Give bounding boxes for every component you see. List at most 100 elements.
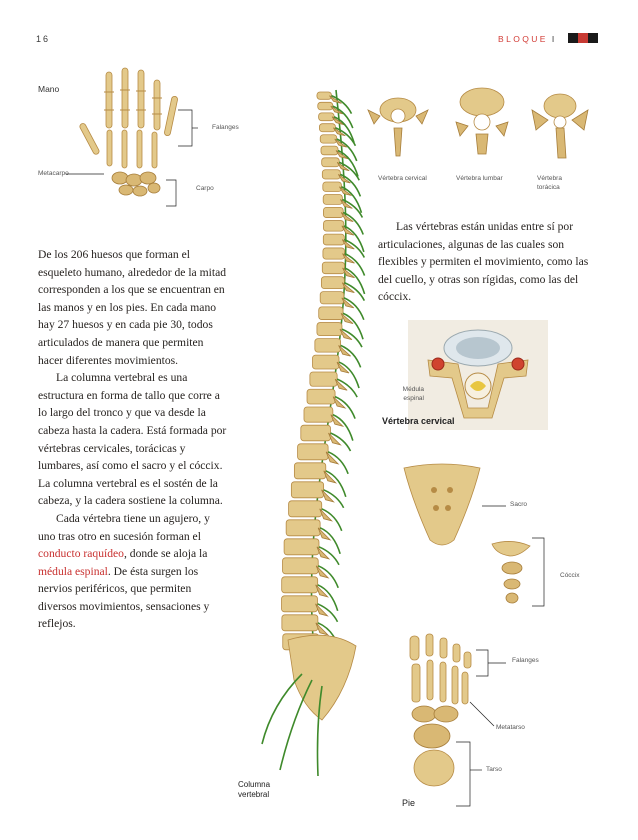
cervical-cross-section-illustration bbox=[408, 320, 548, 430]
hand-label-carpus: Carpo bbox=[196, 185, 214, 192]
vertebra bbox=[323, 206, 344, 218]
spinous-process bbox=[339, 186, 352, 196]
vertebra bbox=[321, 169, 341, 180]
vertebra bbox=[318, 112, 335, 122]
vertebra bbox=[306, 388, 336, 405]
vertebra bbox=[322, 194, 343, 205]
block-label-text: BLOQUE bbox=[498, 34, 548, 44]
foot-title: Pie bbox=[402, 798, 416, 808]
spinal-column-illustration bbox=[261, 89, 366, 777]
foot-label-tarsus: Tarso bbox=[486, 766, 502, 773]
label-sacrum: Sacro bbox=[510, 501, 527, 508]
spine-caption-1: Columna bbox=[238, 780, 271, 789]
vertebra bbox=[320, 145, 339, 156]
vertebra bbox=[282, 557, 319, 575]
vertebra bbox=[316, 91, 332, 100]
term-spinal-cord: médula espinal bbox=[38, 564, 108, 578]
sacrum-shape bbox=[287, 634, 357, 721]
body-paragraph-3: Cada vértebra tiene un agujero, y uno tr… bbox=[38, 510, 228, 633]
spinous-process bbox=[336, 161, 350, 172]
spinous-process bbox=[315, 565, 330, 579]
vertebra bbox=[319, 291, 345, 305]
vertebra bbox=[309, 371, 338, 387]
para3-text-b: , donde se aloja la bbox=[123, 547, 208, 561]
vertebra bbox=[285, 519, 321, 537]
vertebra bbox=[300, 424, 331, 442]
vertebra bbox=[290, 481, 325, 499]
spinous-process bbox=[334, 138, 347, 148]
term-spinal-canal: conducto raquídeo bbox=[38, 547, 124, 561]
vertebra bbox=[319, 134, 338, 144]
vertebrae-types-illustration bbox=[367, 87, 589, 159]
spinous-process bbox=[336, 361, 350, 374]
spinous-process bbox=[330, 414, 345, 427]
spinous-process bbox=[338, 345, 351, 357]
vertebra bbox=[281, 595, 318, 613]
vertebra bbox=[297, 443, 329, 461]
spinous-process bbox=[319, 508, 334, 522]
vertebra bbox=[283, 538, 320, 556]
body-paragraph-2: La columna vertebral es una estructura e… bbox=[38, 371, 227, 508]
para3-text-c: . De ésta surgen los nervios periféricos… bbox=[38, 564, 210, 631]
main-body-text: De los 206 huesos que forman el esquelet… bbox=[38, 246, 228, 633]
spinous-process bbox=[325, 451, 340, 465]
hand-label-metacarpus: Metacarpo bbox=[38, 170, 69, 177]
spinous-process bbox=[341, 239, 355, 250]
label-thoracic-vertebra-1: Vértebra bbox=[537, 175, 562, 182]
vertebra bbox=[303, 406, 334, 423]
hand-title: Mano bbox=[38, 84, 60, 94]
vertebra bbox=[322, 247, 345, 260]
spinous-process bbox=[340, 312, 354, 324]
spinous-process bbox=[341, 225, 355, 236]
label-cervical-vertebra: Vértebra cervical bbox=[378, 175, 427, 182]
spinous-process bbox=[339, 328, 353, 341]
spinous-process bbox=[338, 174, 351, 184]
vertebra bbox=[321, 157, 340, 168]
vertebra bbox=[288, 500, 323, 518]
spinous-process bbox=[340, 212, 354, 222]
block-roman: I bbox=[551, 34, 557, 44]
vertebra bbox=[319, 123, 336, 133]
spinous-process bbox=[329, 95, 342, 104]
spinous-process bbox=[328, 432, 342, 446]
spinous-process bbox=[334, 378, 348, 391]
spinous-process bbox=[317, 527, 332, 541]
spinous-process bbox=[331, 116, 345, 126]
body-paragraph-1: De los 206 huesos que forman el esquelet… bbox=[38, 248, 227, 367]
spinous-process bbox=[321, 489, 335, 503]
vertebra bbox=[293, 462, 327, 480]
spinous-process bbox=[332, 396, 347, 409]
spinous-process bbox=[340, 199, 353, 209]
foot-label-metatarsus: Metatarso bbox=[496, 724, 525, 731]
foot-label-phalanges: Falanges bbox=[512, 657, 539, 664]
vertebra bbox=[312, 354, 340, 370]
para3-text-a: Cada vértebra tiene un agujero, y uno tr… bbox=[38, 511, 210, 543]
label-coccyx: Cóccix bbox=[560, 572, 580, 579]
spinous-process bbox=[315, 603, 329, 617]
vertebra bbox=[322, 181, 342, 192]
label-spinal-cord-2: espinal bbox=[403, 395, 424, 402]
hand-label-phalanges: Falanges bbox=[212, 124, 239, 131]
spinous-process bbox=[330, 105, 343, 115]
vertebra bbox=[314, 338, 342, 353]
vertebra bbox=[321, 261, 345, 275]
spinous-process bbox=[323, 470, 338, 484]
vertebra bbox=[320, 276, 345, 290]
sacrum-coccyx-illustration bbox=[403, 463, 545, 607]
block-color-tab bbox=[568, 33, 598, 43]
spinous-process bbox=[342, 267, 355, 279]
label-spinal-cord-1: Médula bbox=[402, 386, 424, 393]
vertebra bbox=[323, 220, 345, 232]
label-lumbar-vertebra: Vértebra lumbar bbox=[456, 175, 503, 182]
spine-caption-2: vertebral bbox=[238, 790, 270, 799]
vertebra bbox=[316, 322, 343, 337]
cervical-caption: Vértebra cervical bbox=[382, 416, 455, 426]
spinous-process bbox=[315, 584, 329, 598]
vertebra bbox=[318, 306, 344, 320]
spinous-process bbox=[335, 150, 349, 160]
spinous-process bbox=[316, 546, 331, 560]
vertebra bbox=[317, 101, 334, 111]
foot-illustration bbox=[409, 633, 506, 807]
spinous-process bbox=[342, 253, 355, 264]
